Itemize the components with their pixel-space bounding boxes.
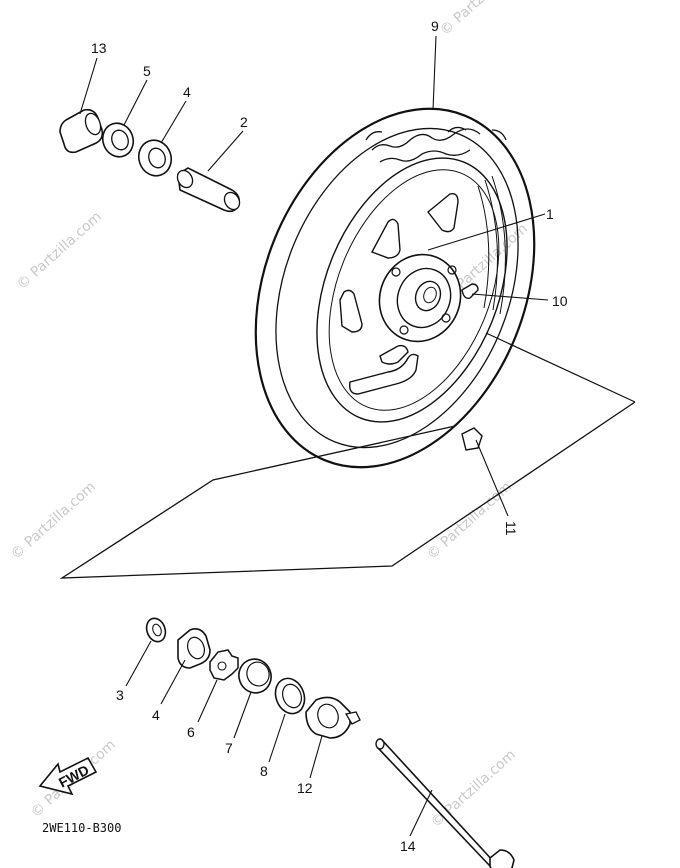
callout-1: 1 — [546, 206, 554, 222]
assembly-outline-segment — [485, 332, 636, 403]
leader-lines — [79, 35, 549, 837]
hub-stud-3 — [399, 325, 409, 335]
callout-8: 8 — [260, 763, 268, 779]
part-4-bearing-lower — [177, 628, 211, 669]
callout-2: 2 — [240, 114, 248, 130]
callout-4-upper: 4 — [183, 84, 191, 100]
part-8-oil-seal — [274, 677, 306, 715]
rim-lines — [477, 175, 506, 315]
callout-10: 10 — [552, 293, 568, 309]
watermark-1: © Partzilla.com — [14, 209, 105, 293]
part-13-spacer — [59, 108, 104, 154]
hub-stud-1 — [447, 265, 457, 275]
part-12-gear-unit — [305, 696, 361, 739]
part-2-spacer-tube — [176, 167, 241, 213]
hub-outer — [378, 253, 462, 343]
callout-3: 3 — [116, 687, 124, 703]
part-3-washer — [145, 617, 167, 643]
callout-13: 13 — [91, 40, 107, 56]
callout-12: 12 — [297, 780, 313, 796]
spoke-opening-3 — [339, 289, 363, 333]
spoke-opening-5 — [379, 344, 409, 365]
watermark-2: © Partzilla.com — [8, 479, 99, 563]
callout-5-upper: 5 — [143, 63, 151, 79]
assembly-outline — [59, 401, 636, 579]
callout-labels: 13 5 4 2 9 1 10 11 3 4 6 7 8 12 14 — [91, 18, 568, 854]
spoke-opening-4 — [348, 353, 419, 395]
watermark-6: © Partzilla.com — [437, 0, 528, 39]
part-14-axle — [375, 738, 515, 868]
callout-7: 7 — [225, 740, 233, 756]
rim-inner — [328, 169, 500, 411]
spoke-opening-2 — [427, 192, 459, 233]
tire-valve — [461, 283, 479, 300]
fwd-arrow-icon: FWD — [38, 756, 98, 796]
tire-outer — [254, 107, 536, 469]
watermark-5: © Partzilla.com — [428, 747, 519, 831]
spoke-opening-1 — [371, 218, 401, 259]
hub-stud-2 — [441, 313, 451, 323]
rim-outer — [316, 157, 508, 423]
hub-bore-inner — [423, 286, 437, 304]
hub-ring — [396, 267, 452, 329]
part-6-retainer — [209, 649, 239, 681]
upper-parts — [59, 108, 241, 213]
callout-11: 11 — [503, 521, 519, 536]
callout-14: 14 — [400, 838, 416, 854]
callout-6: 6 — [187, 724, 195, 740]
part-5-bearing — [101, 122, 135, 158]
hub-stud-4 — [391, 267, 401, 277]
tire-tread — [365, 126, 507, 163]
part-7-collar — [238, 658, 272, 694]
callout-9: 9 — [431, 18, 439, 34]
balance-weight — [461, 427, 483, 451]
diagram-code: 2WE110-B300 — [42, 821, 121, 835]
part-4-bearing-upper — [137, 139, 173, 177]
watermark-4: © Partzilla.com — [424, 479, 515, 563]
hub-bore — [414, 280, 442, 312]
callout-4-lower: 4 — [152, 707, 160, 723]
lower-parts — [145, 617, 515, 868]
tire-inner — [275, 127, 519, 449]
wheel-assembly — [254, 107, 536, 469]
